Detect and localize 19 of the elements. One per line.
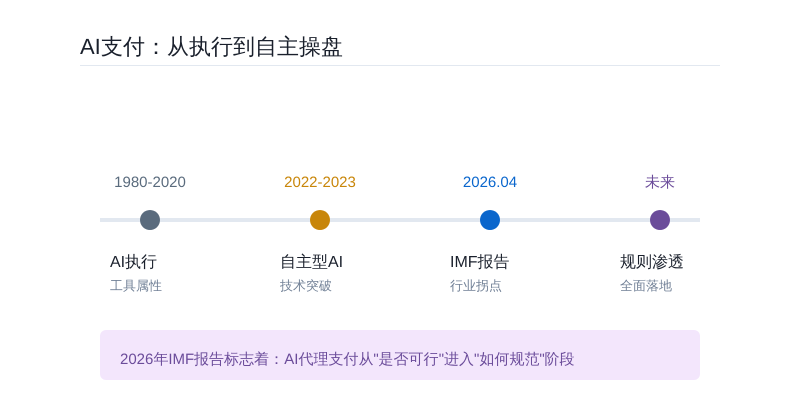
title: AI支付：从执行到自主操盘 (80, 33, 343, 61)
milestone-subtitle: 全面落地 (620, 277, 672, 295)
milestone-title: 规则渗透 (620, 253, 684, 273)
date-label: 1980-2020 (114, 173, 186, 193)
callout-text: 2026年IMF报告标志着：AI代理支付从"是否可行"进入"如何规范"阶段 (120, 350, 575, 370)
milestone-title: AI执行 (110, 253, 158, 273)
timeline-dot (140, 210, 160, 230)
date-label: 2026.04 (462, 173, 518, 193)
date-label: 2022-2023 (284, 173, 356, 193)
milestone-subtitle: 行业拐点 (450, 277, 502, 295)
milestone-title: IMF报告 (450, 253, 510, 273)
milestone-subtitle: 工具属性 (110, 277, 162, 295)
timeline-dot (650, 210, 670, 230)
timeline-dot (310, 210, 330, 230)
callout-box (100, 330, 700, 380)
milestone-subtitle: 技术突破 (280, 277, 332, 295)
date-label: 未来 (645, 173, 675, 193)
milestone-title: 自主型AI (280, 253, 344, 273)
timeline-dot (480, 210, 500, 230)
